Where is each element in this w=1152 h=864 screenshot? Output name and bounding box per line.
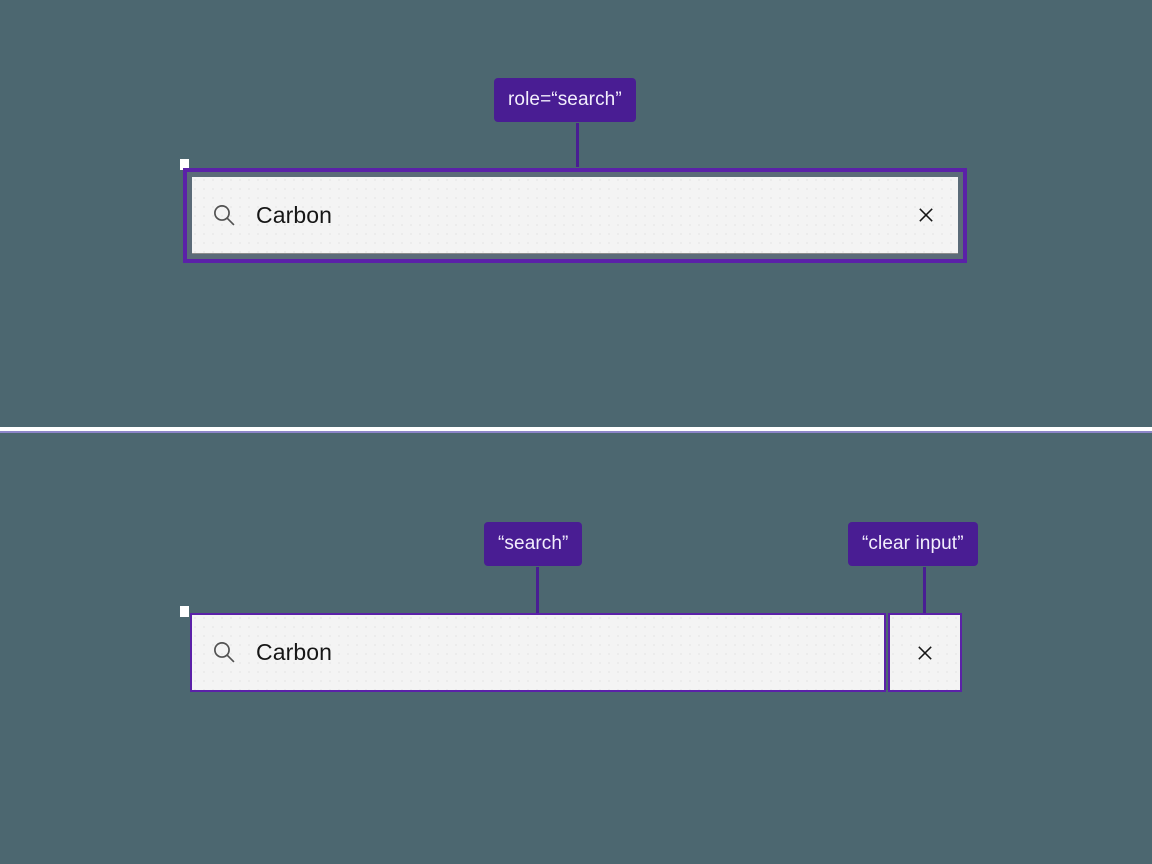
search-input-value[interactable]: Carbon bbox=[256, 201, 333, 228]
connector-clear-input-label bbox=[923, 567, 926, 647]
clear-input-button[interactable] bbox=[894, 204, 958, 226]
callout-search-label: “search” bbox=[484, 522, 583, 566]
panel-divider bbox=[0, 427, 1152, 431]
search-icon bbox=[192, 639, 256, 666]
panel-label-annotation: “search” “clear input” Carbon bbox=[0, 433, 1152, 864]
corner-marker bbox=[180, 159, 189, 170]
connector-role-search bbox=[576, 123, 579, 167]
search-field[interactable]: Carbon bbox=[192, 177, 958, 254]
connector-search-label bbox=[536, 567, 539, 647]
search-field-region: Carbon bbox=[190, 613, 886, 692]
panel-role-annotation: role=“search” Carbon bbox=[0, 0, 1152, 428]
corner-marker bbox=[180, 606, 189, 617]
search-field-outline: Carbon bbox=[183, 168, 967, 263]
callout-role-search: role=“search” bbox=[494, 78, 636, 122]
close-icon bbox=[918, 645, 932, 660]
clear-input-button[interactable] bbox=[888, 613, 962, 692]
search-icon bbox=[192, 202, 256, 229]
search-input-value[interactable]: Carbon bbox=[256, 639, 333, 665]
callout-clear-input-label: “clear input” bbox=[848, 522, 978, 566]
search-field[interactable]: Carbon bbox=[190, 613, 886, 692]
panel-divider-accent bbox=[0, 431, 1152, 433]
